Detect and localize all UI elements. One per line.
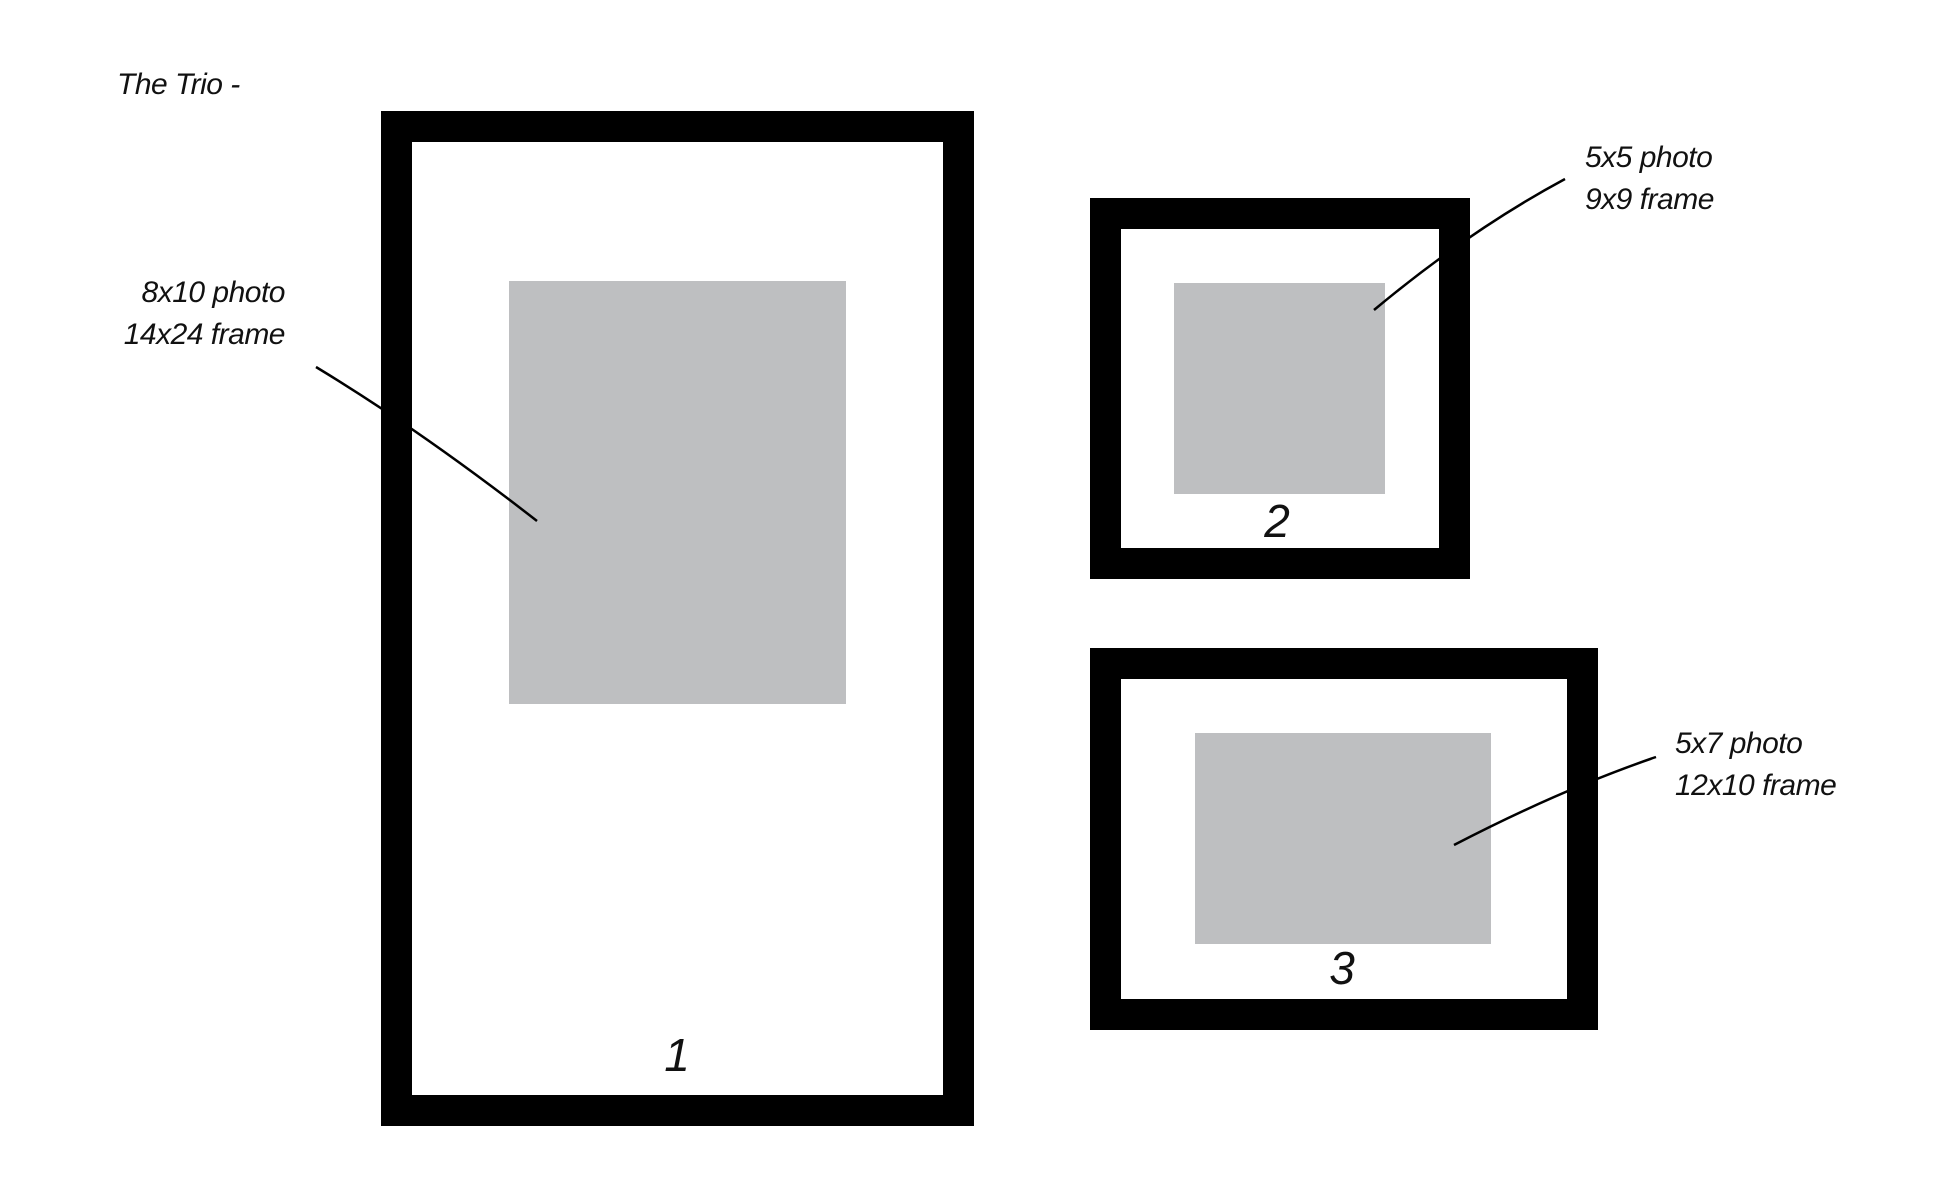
- frame-1-frame-label: 14x24 frame: [123, 318, 286, 351]
- frame-2-photo-label: 5x5 photo: [1585, 141, 1713, 174]
- frame-2: [1090, 198, 1470, 579]
- diagram-title: The Trio -: [117, 68, 240, 101]
- frame-1-photo-label: 8x10 photo: [141, 276, 286, 309]
- photo-2: [1174, 283, 1385, 494]
- frame-3-photo-label: 5x7 photo: [1675, 727, 1803, 760]
- frame-2-frame-label: 9x9 frame: [1585, 183, 1714, 216]
- frame-2-number: 2: [1264, 495, 1290, 547]
- photo-1: [509, 281, 846, 704]
- frame-3-frame-label: 12x10 frame: [1675, 769, 1837, 802]
- photo-3: [1195, 733, 1491, 944]
- frame-3-number: 3: [1329, 942, 1355, 994]
- leader-line-1: [315, 365, 538, 522]
- leader-line-2: [1373, 177, 1566, 311]
- leader-line-3: [1453, 755, 1657, 847]
- frame-1-number: 1: [664, 1029, 690, 1081]
